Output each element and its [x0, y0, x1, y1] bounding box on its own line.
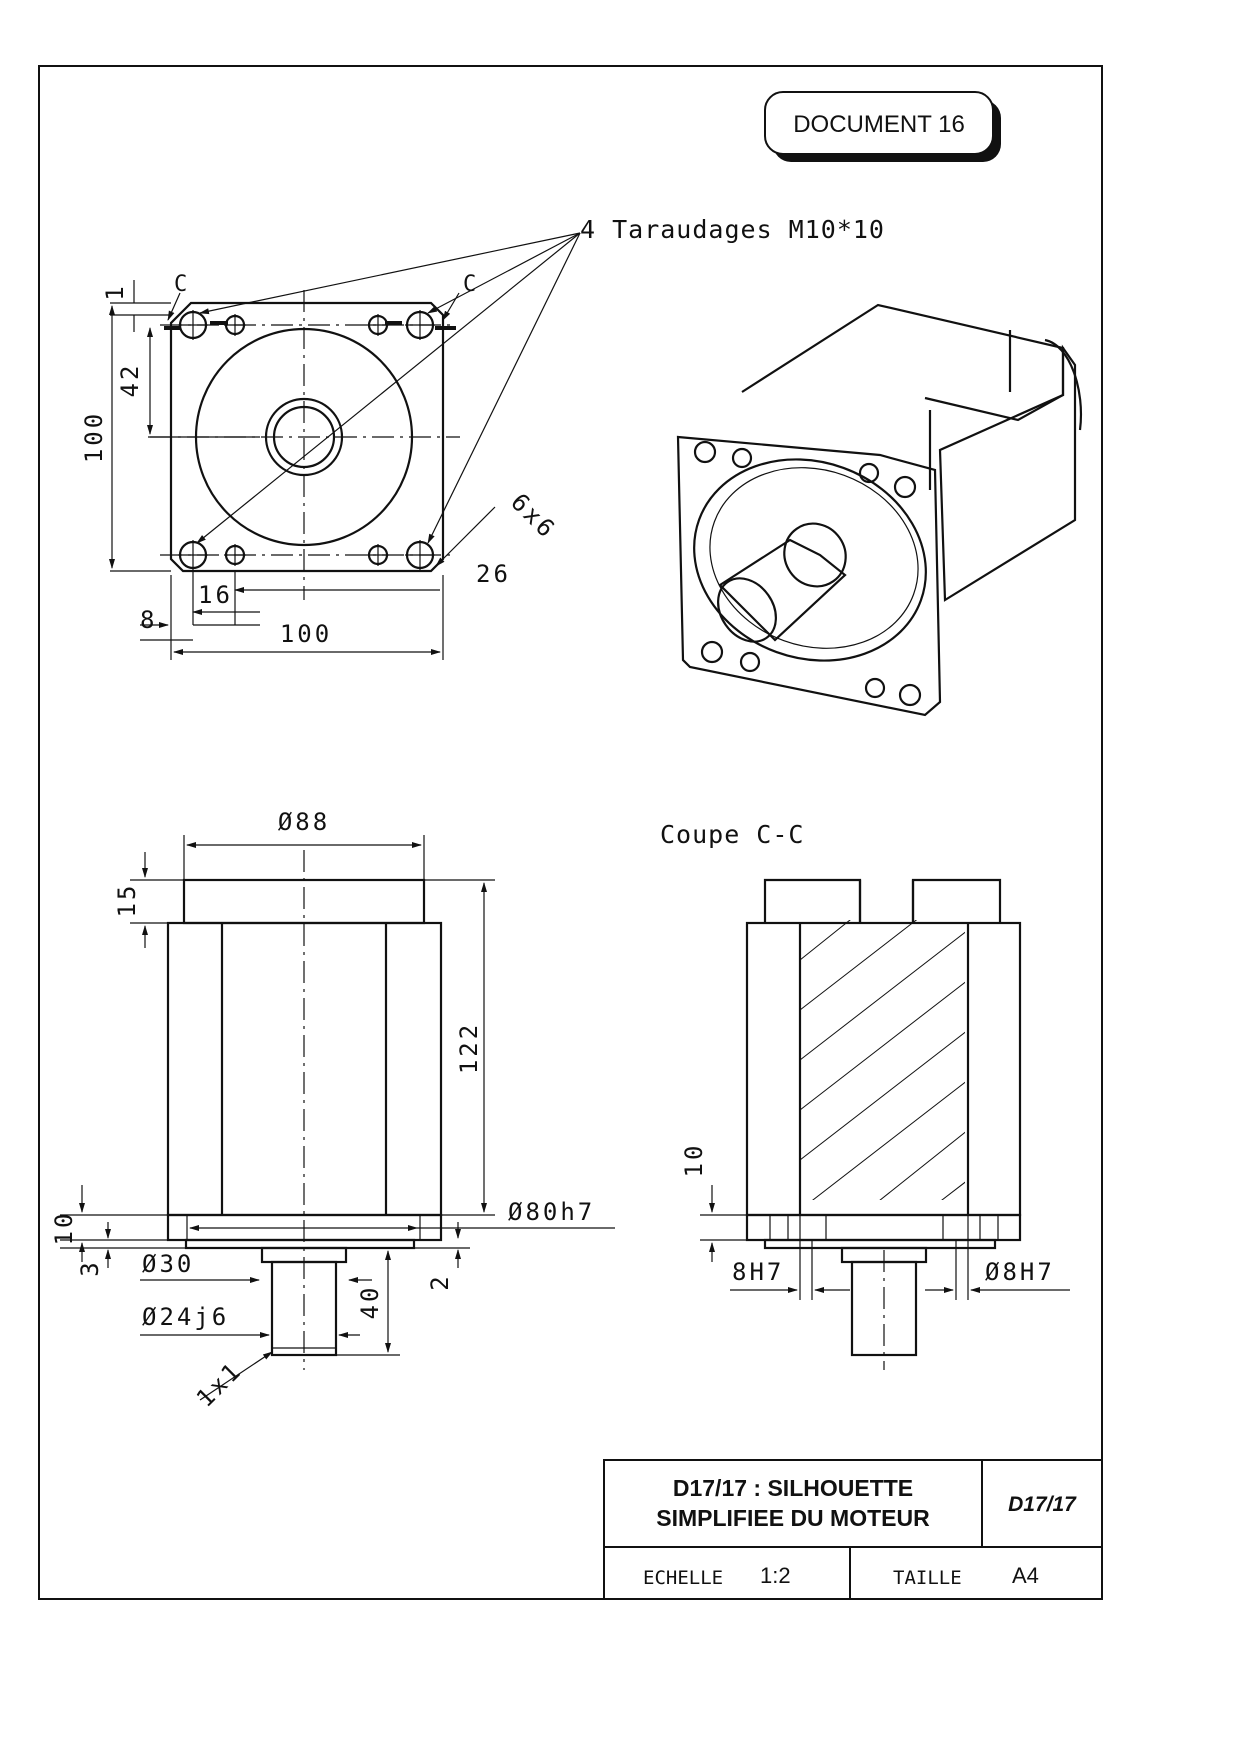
iso-shaft — [718, 538, 847, 642]
section-rear-cap — [763, 878, 1002, 923]
dim-8h7: 8H7 — [732, 1258, 784, 1286]
dim-1: 1 — [101, 283, 129, 300]
dim-dia-88: Ø88 — [278, 808, 330, 836]
section-cut-line — [164, 321, 456, 330]
iso-body-side — [938, 344, 1077, 602]
dim-100-horizontal: 100 — [280, 620, 332, 648]
section-hatch — [799, 920, 965, 1200]
side-view: Ø88 15 122 Ø80h7 10 3 Ø30 2 40 — [50, 808, 615, 1413]
title-line-1: D17/17 : SILHOUETTE — [673, 1475, 913, 1501]
scale-value: 1:2 — [760, 1563, 791, 1588]
section-mark-left: C — [174, 272, 187, 297]
dim-42: 42 — [116, 363, 144, 398]
dim-chamfer-6x6: 6x6 — [505, 488, 562, 545]
dim-26: 26 — [476, 560, 511, 588]
document-badge: DOCUMENT 16 — [764, 91, 1001, 162]
section-title: Coupe C-C — [660, 820, 804, 849]
iso-flange — [676, 435, 942, 717]
isometric-view — [676, 303, 1082, 717]
dim-chamfer-1x1: 1x1 — [191, 1356, 248, 1413]
title-reference: D17/17 — [1008, 1493, 1077, 1516]
dim-10-section: 10 — [680, 1143, 708, 1178]
dim-10-side: 10 — [50, 1211, 78, 1246]
title-block: D17/17 : SILHOUETTE SIMPLIFIEE DU MOTEUR… — [603, 1459, 1103, 1600]
scale-label: ECHELLE — [643, 1567, 723, 1589]
dim-16: 16 — [198, 581, 233, 609]
mounting-hole — [405, 540, 435, 570]
pin-hole — [224, 544, 246, 566]
section-body-outline — [745, 921, 1022, 1217]
dim-15: 15 — [113, 883, 141, 918]
mounting-hole — [405, 310, 435, 340]
document-badge-label: DOCUMENT 16 — [793, 111, 965, 138]
section-mark-right: C — [463, 272, 476, 297]
mounting-hole — [178, 310, 208, 340]
dim-122: 122 — [455, 1022, 483, 1074]
section-view: Coupe C-C 10 — [660, 820, 1070, 1370]
dim-dia-30: Ø30 — [142, 1250, 194, 1278]
dim-100-vertical: 100 — [80, 411, 108, 463]
tapped-holes-callout: 4 Taraudages M10*10 — [580, 215, 885, 244]
dim-2: 2 — [426, 1273, 454, 1290]
size-value: A4 — [1012, 1563, 1039, 1588]
iso-body-top — [741, 303, 1065, 422]
pin-hole — [367, 544, 389, 566]
iso-motor-face — [693, 458, 927, 662]
sheet-border — [38, 65, 1103, 1600]
dim-dia-24j6: Ø24j6 — [142, 1303, 229, 1331]
title-line-2: SIMPLIFIEE DU MOTEUR — [656, 1505, 930, 1531]
dim-3: 3 — [76, 1259, 104, 1276]
dim-40: 40 — [356, 1285, 384, 1320]
mounting-hole — [178, 540, 208, 570]
dim-dia-80h7: Ø80h7 — [508, 1198, 595, 1226]
front-view: C C 4 Taraudages M10*10 1 42 100 6x6 26 — [80, 215, 885, 660]
side-spigot — [184, 1238, 416, 1250]
dim-dia-8h7: Ø8H7 — [985, 1258, 1055, 1286]
dim-8: 8 — [140, 606, 157, 634]
size-label: TAILLE — [893, 1567, 962, 1589]
